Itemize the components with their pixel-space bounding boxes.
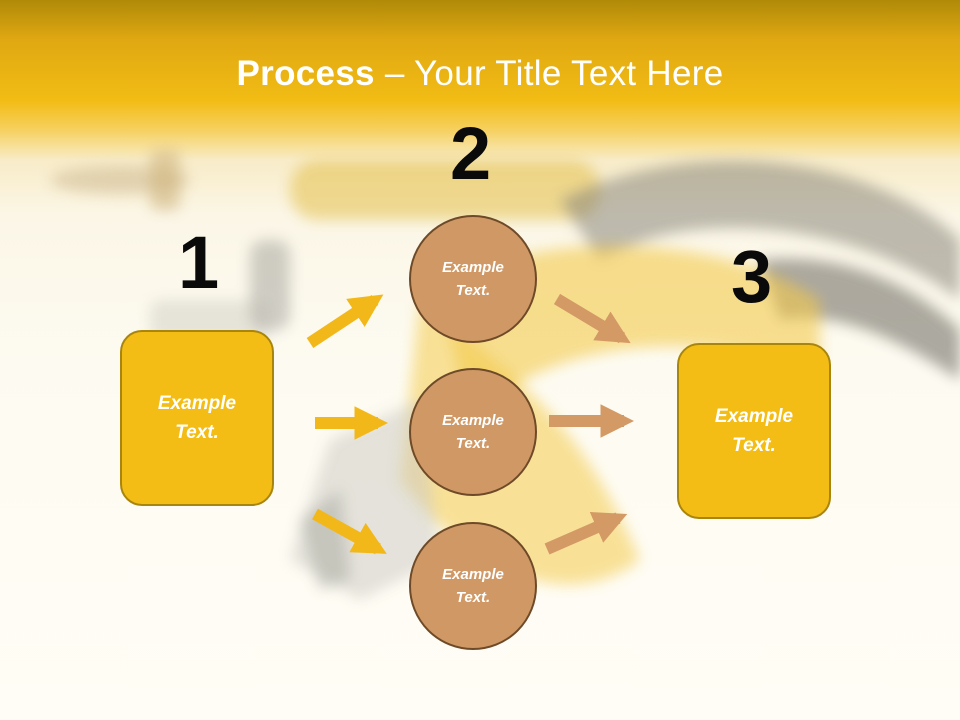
step-1-number: 1 [178,221,220,304]
arrow-to-top-circle [306,294,384,349]
step-2-circle-top: Example Text. [409,215,537,343]
title-bold-part: Process [236,54,375,93]
arrow-to-bottom-circle [312,508,387,555]
step-2-middle-text: Example Text. [442,412,504,452]
step-3-number: 3 [731,235,773,318]
step-3-box: Example Text. [677,343,831,519]
arrow-from-top-circle [553,293,631,344]
step-2-number: 2 [450,112,492,195]
step-2-circle-middle: Example Text. [409,368,537,496]
slide-title: Process – Your Title Text Here [0,54,960,94]
arrow-from-bottom-circle [544,512,628,555]
step-2-bottom-text: Example Text. [442,566,504,606]
step-1-text: Example Text. [157,393,237,443]
step-3-text: Example Text. [714,406,794,456]
step-2-circle-bottom: Example Text. [409,522,537,650]
title-rest-part: – Your Title Text Here [374,54,724,93]
step-2-top-text: Example Text. [442,259,504,299]
step-1-box: Example Text. [120,330,274,506]
